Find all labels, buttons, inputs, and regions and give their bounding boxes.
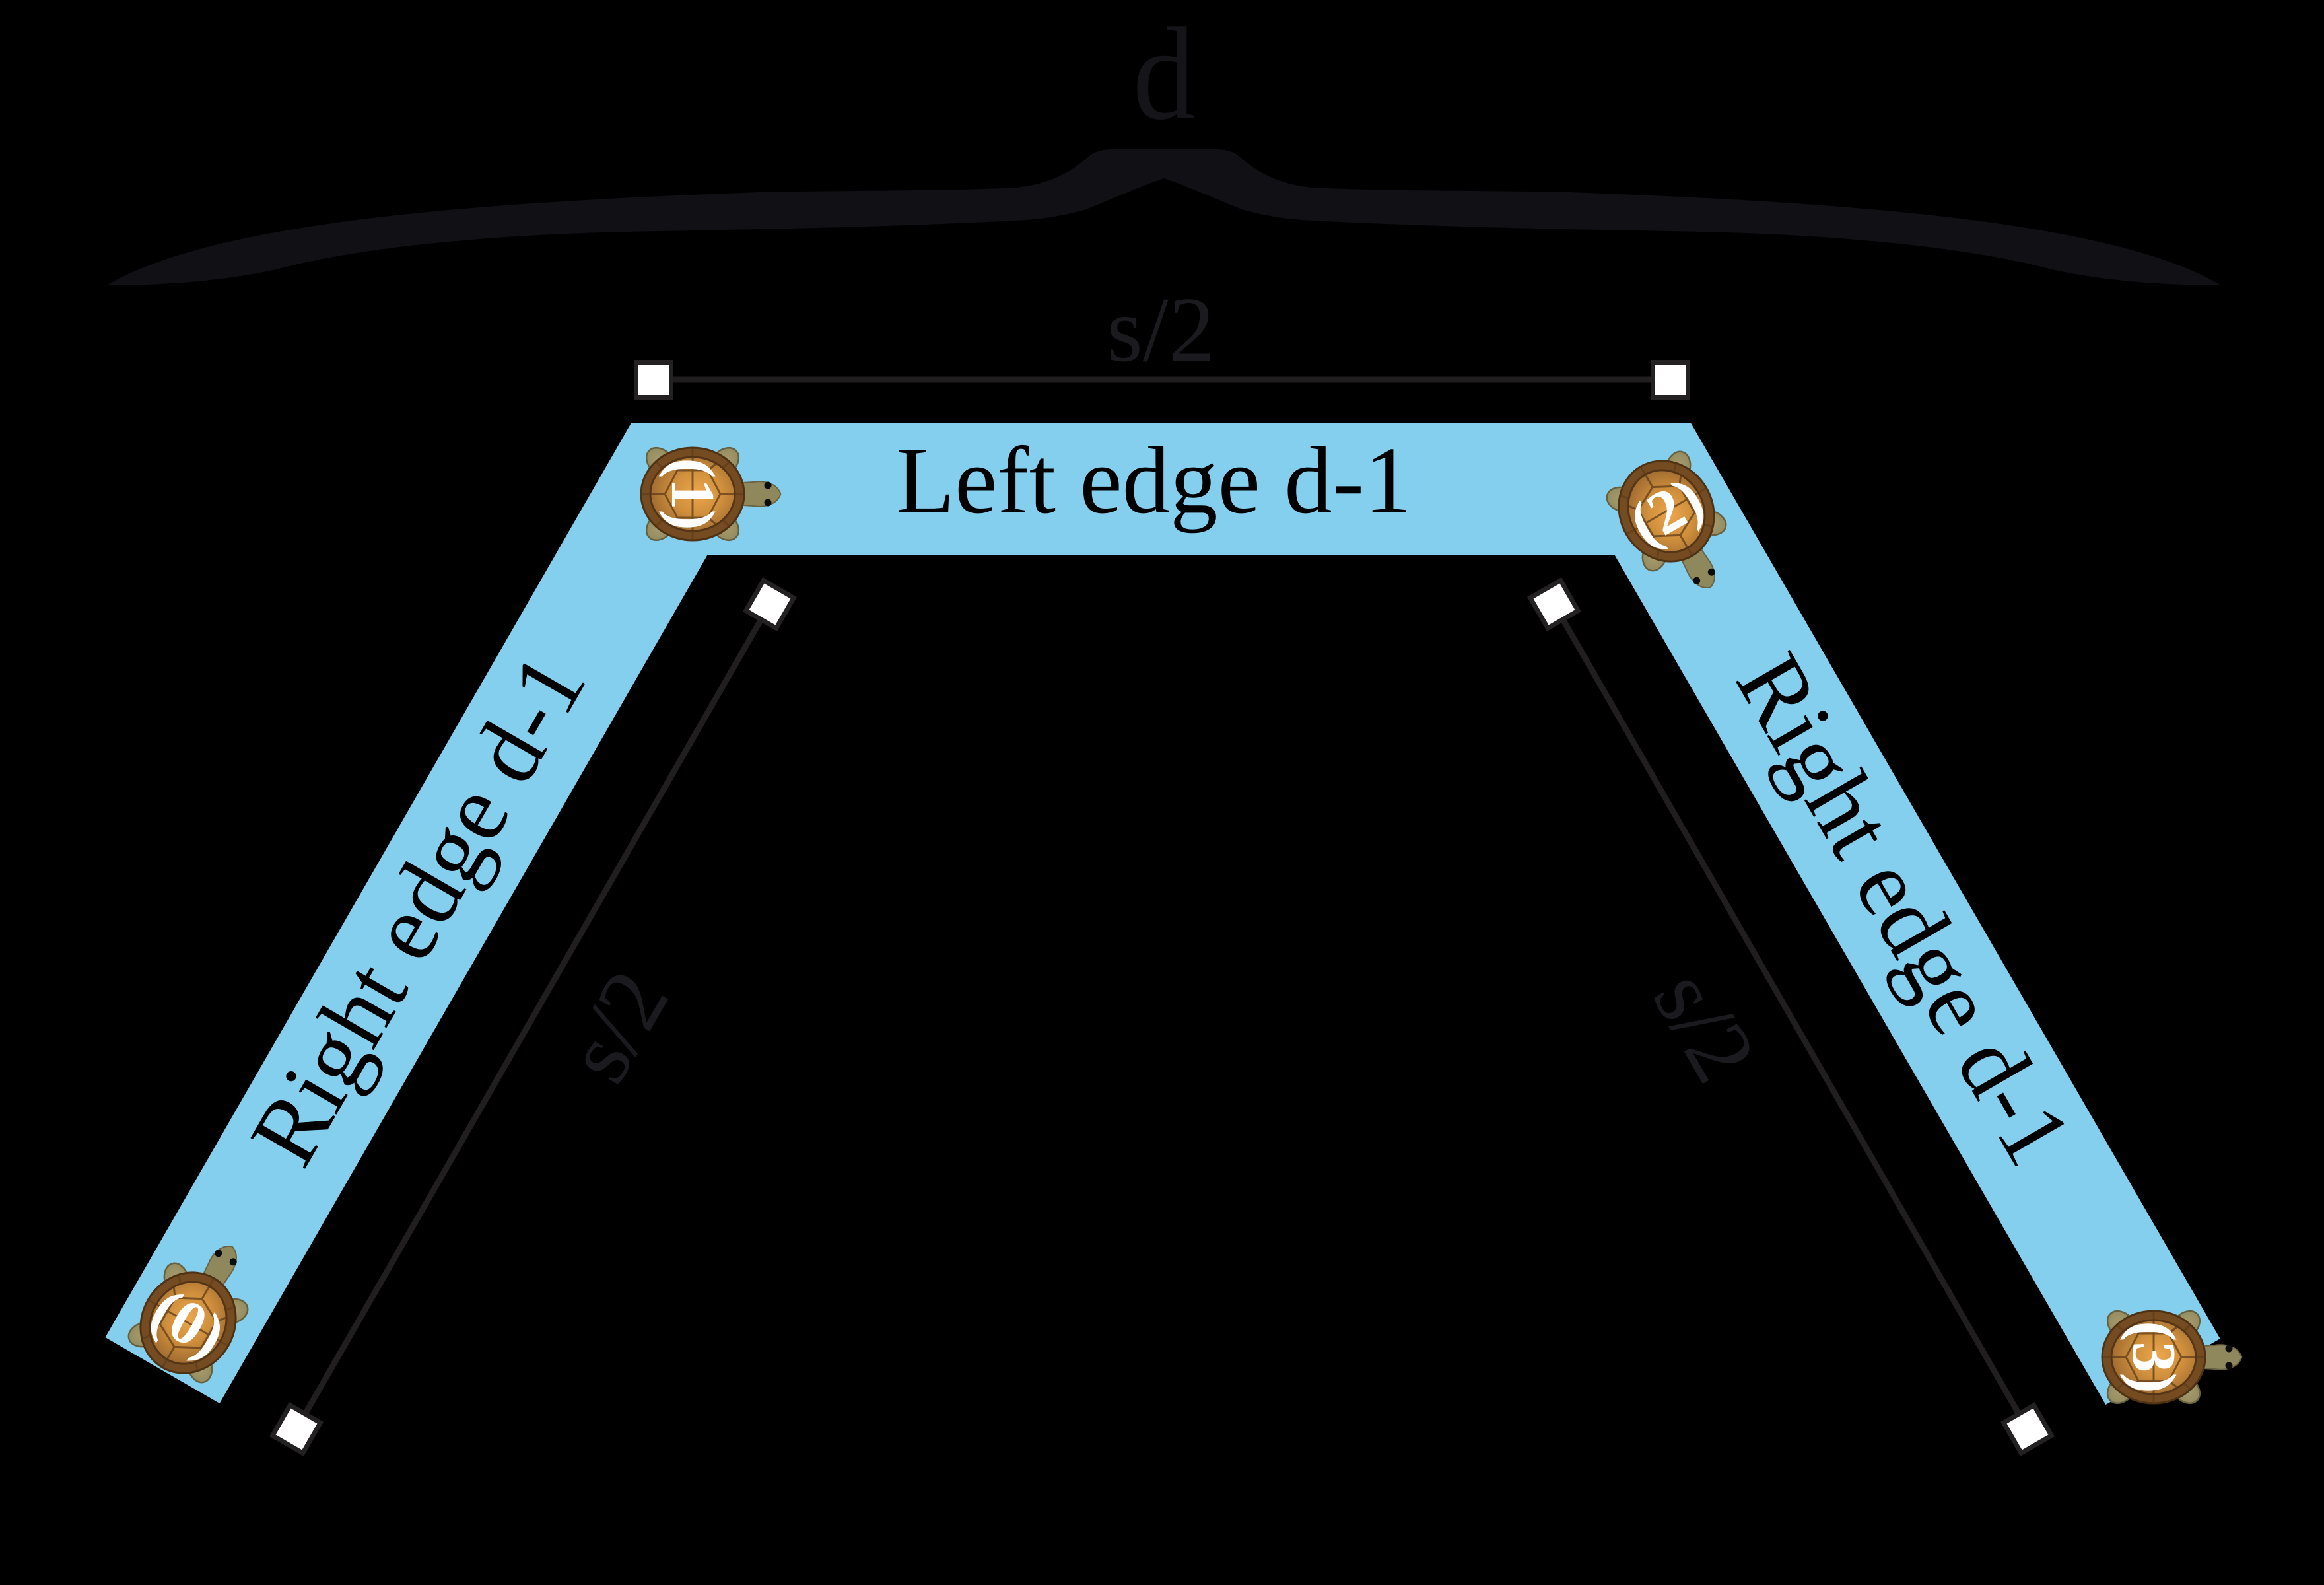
svg-text:(3): (3) [2119,1321,2188,1393]
svg-text:(1): (1) [658,458,727,530]
svg-text:Left edge d-1: Left edge d-1 [896,428,1412,534]
svg-text:d: d [1133,1,1196,147]
svg-text:s/2: s/2 [1107,279,1214,381]
